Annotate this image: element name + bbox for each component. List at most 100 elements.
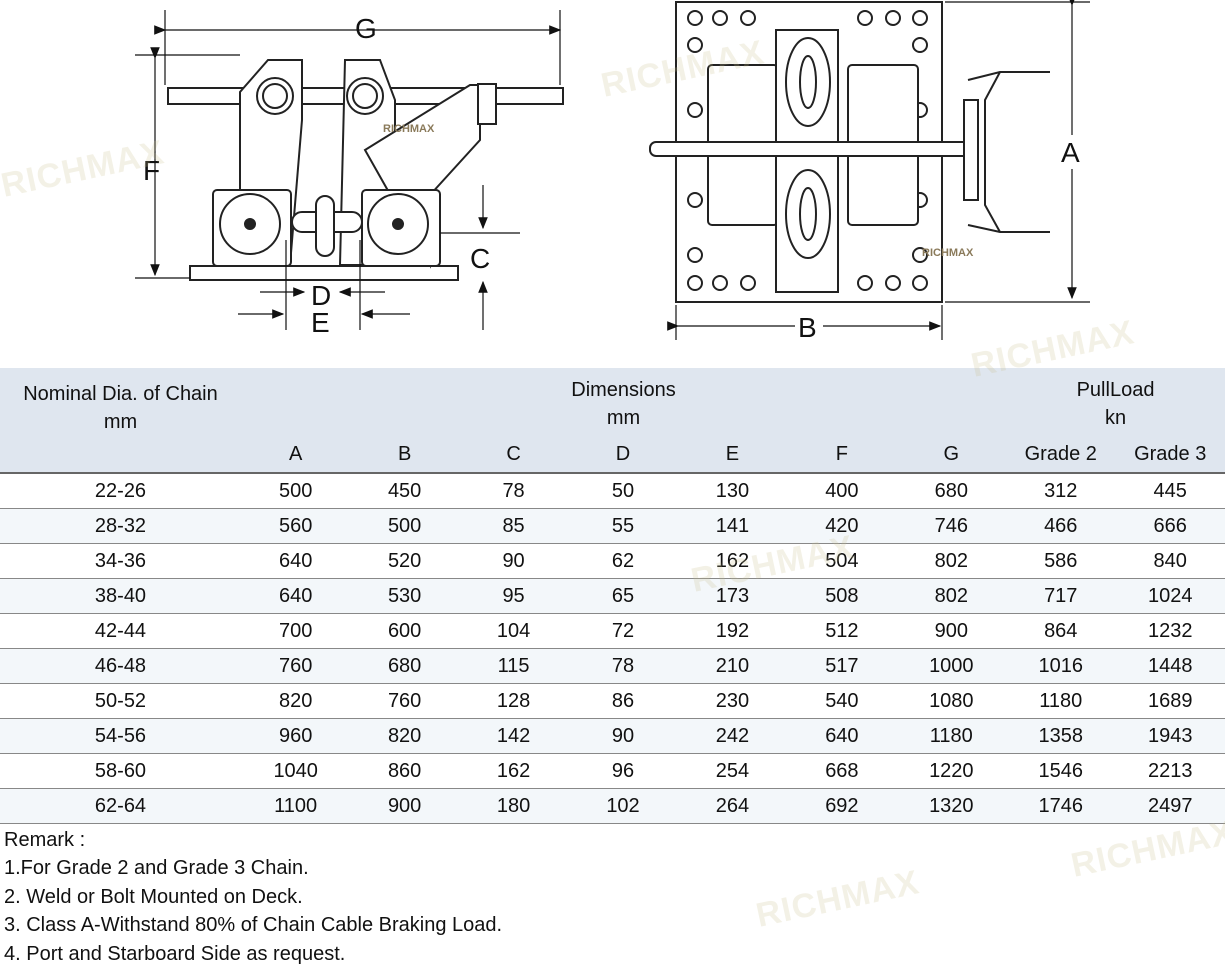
table-cell: 1358 [1006,718,1116,754]
drawing-watermark: RICHMAX [383,123,435,135]
table-cell: 802 [896,578,1007,614]
table-cell: 692 [787,788,897,824]
table-cell: 62 [568,543,678,579]
table-cell: 680 [350,648,459,684]
table-cell: 640 [240,543,351,579]
column-header-grade-2: Grade 2 [1024,442,1097,465]
table-cell: 717 [1006,578,1116,614]
table-cell: 520 [350,543,459,579]
table-cell: 264 [677,788,788,824]
table-cell: 180 [458,788,569,824]
dim-label-c: C [470,243,490,274]
table-cell: 242 [677,718,788,754]
table-cell: 500 [240,473,351,509]
table-cell: 512 [787,613,897,649]
table-cell: 508 [787,578,897,614]
table-cell: 668 [787,753,897,789]
column-header-d: D [615,442,631,465]
table-cell: 1448 [1115,648,1225,684]
table-cell: 312 [1006,473,1116,509]
column-header-f: F [835,442,848,465]
table-cell: 1024 [1115,578,1225,614]
table-cell: 173 [677,578,788,614]
pullload-header: PullLoad kn [1006,368,1225,436]
table-cell: 230 [677,683,788,719]
table-cell: 95 [458,578,569,614]
table-cell: 760 [240,648,351,684]
dim-label-d: D [311,280,331,311]
technical-drawing: G F C D E A B RICHMAX RICHMAX [135,0,1090,343]
table-cell: 1016 [1006,648,1116,684]
table-cell: 1100 [240,788,351,824]
table-cell: 162 [677,543,788,579]
table-cell: 746 [896,508,1007,544]
table-cell: 900 [350,788,459,824]
remarks: Remark : 1.For Grade 2 and Grade 3 Chain… [4,826,502,968]
drawing-watermark: RICHMAX [922,247,974,259]
table-cell: 115 [458,648,569,684]
table-cell: 820 [240,683,351,719]
column-header-g: G [943,442,960,465]
table-cell: 1180 [896,718,1007,754]
side-view-dimensions [135,10,562,330]
table-cell: 1746 [1006,788,1116,824]
table-cell: 54-56 [0,718,241,754]
column-header-grade-3: Grade 3 [1134,442,1207,465]
table-cell: 900 [896,613,1007,649]
table-cell: 38-40 [0,578,241,614]
table-header-row: Nominal Dia. of Chain mm Dimensions mm P… [0,368,1225,436]
table-cell: 78 [458,473,569,509]
watermark: RICHMAX [1067,813,1225,885]
table-cell: 78 [568,648,678,684]
table-cell: 666 [1115,508,1225,544]
table-cell: 1220 [896,753,1007,789]
dim-label-b: B [798,312,817,343]
table-cell: 55 [568,508,678,544]
dimensions-unit: mm [606,407,641,429]
table-cell: 1000 [896,648,1007,684]
table-cell: 560 [240,508,351,544]
table-cell: 102 [568,788,678,824]
table-cell: 760 [350,683,459,719]
dimensions-header: Dimensions mm [241,368,1006,436]
table-cell: 445 [1115,473,1225,509]
table-cell: 90 [568,718,678,754]
table-cell: 530 [350,578,459,614]
column-header-a: A [289,442,303,465]
table-cell: 1080 [896,683,1007,719]
table-cell: 65 [568,578,678,614]
table-cell: 1689 [1115,683,1225,719]
table-cell: 802 [896,543,1007,579]
table-cell: 640 [787,718,897,754]
table-cell: 504 [787,543,897,579]
nominal-dia-label: Nominal Dia. of Chain [23,383,218,405]
table-cell: 517 [787,648,897,684]
table-cell: 42-44 [0,613,241,649]
column-header-e: E [725,442,740,465]
dim-label-a: A [1061,137,1080,168]
table-cell: 1320 [896,788,1007,824]
remark-item: 4. Port and Starboard Side as request. [4,942,346,965]
table-cell: 130 [677,473,788,509]
table-cell: 700 [240,613,351,649]
table-cell: 86 [568,683,678,719]
table-cell: 400 [787,473,897,509]
table-cell: 820 [350,718,459,754]
table-cell: 28-32 [0,508,241,544]
column-header-c: C [506,442,521,465]
table-cell: 210 [677,648,788,684]
table-cell: 2497 [1115,788,1225,824]
table-cell: 466 [1006,508,1116,544]
table-cell: 104 [458,613,569,649]
remark-item: 1.For Grade 2 and Grade 3 Chain. [4,857,309,880]
top-view [649,1,1050,303]
table-cell: 1180 [1006,683,1116,719]
table-cell: 1546 [1006,753,1116,789]
dimensions-label: Dimensions [571,379,676,401]
table-cell: 500 [350,508,459,544]
remark-item: 3. Class A-Withstand 80% of Chain Cable … [4,914,503,937]
